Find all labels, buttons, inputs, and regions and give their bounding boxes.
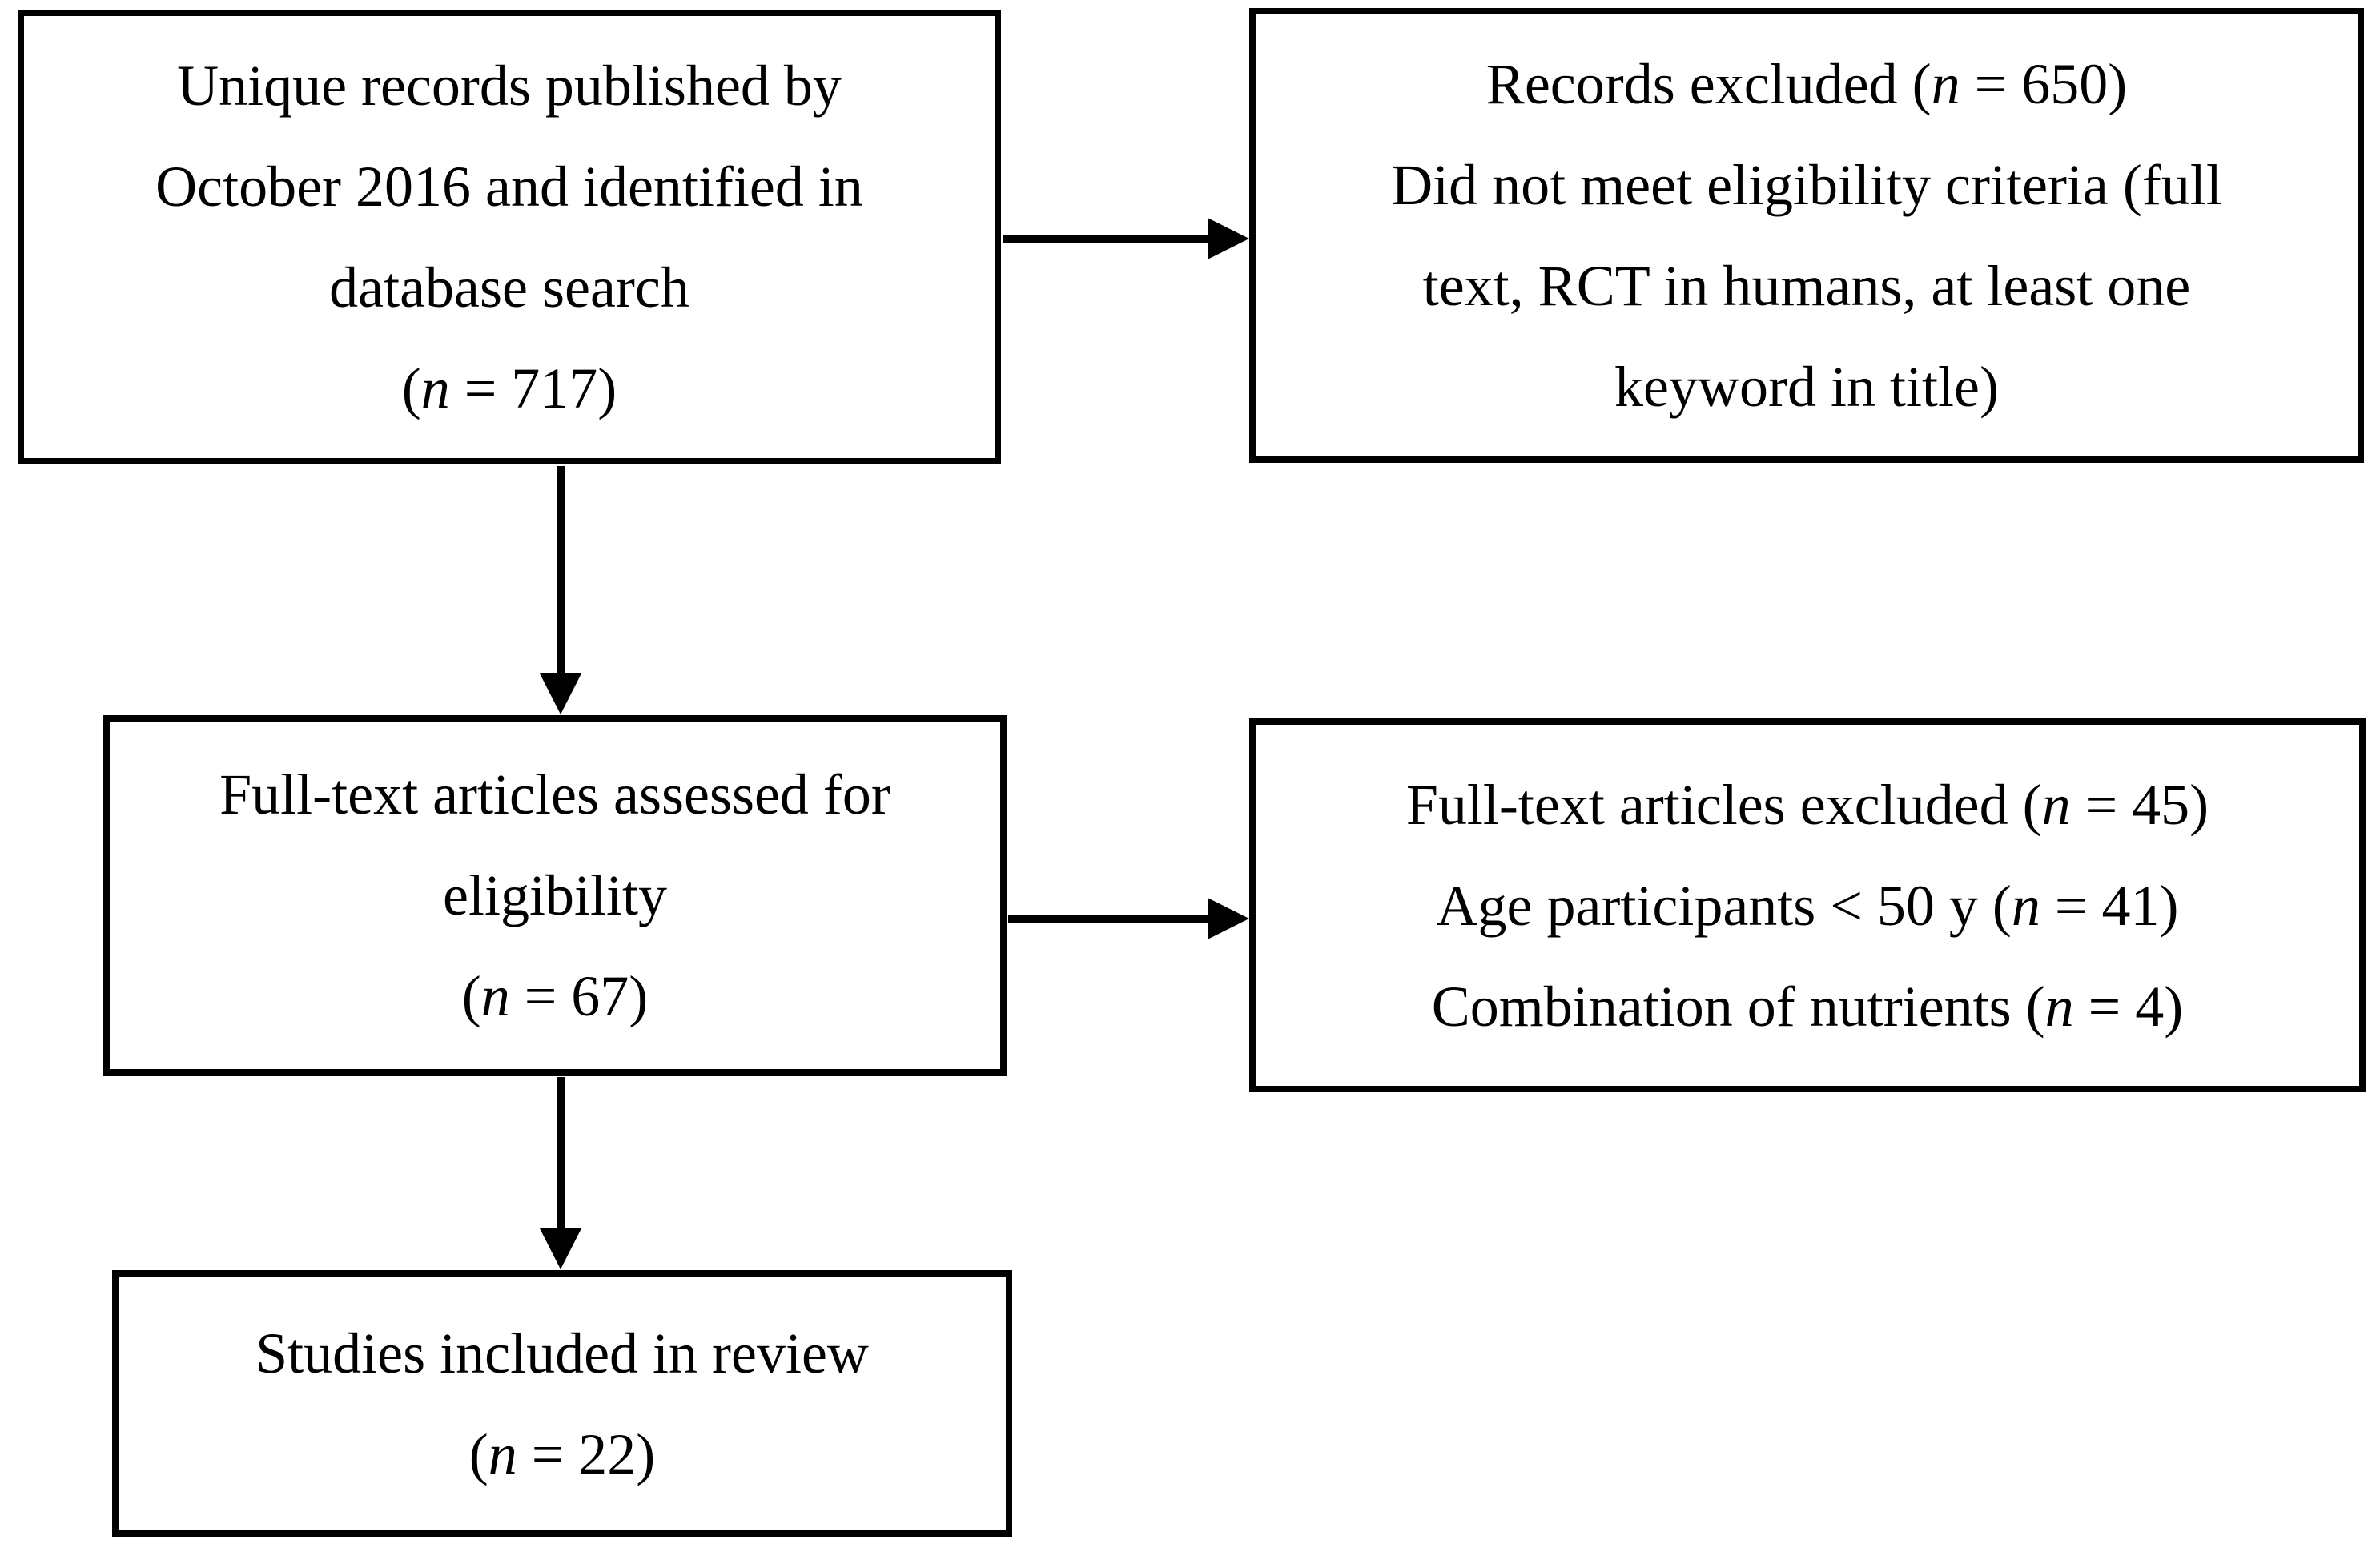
italic-n-label: n xyxy=(2044,974,2074,1039)
text-segment: Unique records published by xyxy=(177,54,842,118)
text-segment: database search xyxy=(329,255,689,320)
italic-n-label: n xyxy=(420,356,450,420)
box-fulltext-excluded: Full-text articles excluded (n = 45)Age … xyxy=(1249,718,2366,1092)
arrow-assessed-to-included-icon xyxy=(540,1077,581,1269)
box-text-line: Full-text articles assessed for xyxy=(219,744,890,845)
box-text-line: (n = 717) xyxy=(402,338,617,439)
text-segment: Combination of nutrients ( xyxy=(1431,974,2045,1039)
text-segment: = 22) xyxy=(517,1421,656,1486)
text-segment: Did not meet eligibility criteria (full xyxy=(1391,153,2222,217)
text-segment: Records excluded ( xyxy=(1485,52,1932,116)
text-segment: = 717) xyxy=(449,356,617,420)
text-segment: Full-text articles excluded ( xyxy=(1405,772,2042,837)
text-segment: = 650) xyxy=(1960,52,2128,116)
text-segment: Full-text articles assessed for xyxy=(219,762,890,826)
text-segment: ( xyxy=(401,356,421,420)
box-text-line: (n = 22) xyxy=(469,1404,656,1505)
text-segment: eligibility xyxy=(443,863,667,927)
box-records-excluded: Records excluded (n = 650) Did not meet e… xyxy=(1249,8,2364,463)
arrow-head-icon xyxy=(1208,898,1249,939)
italic-n-label: n xyxy=(480,964,510,1028)
box-text-line: Combination of nutrients (n = 4) xyxy=(1432,956,2184,1057)
text-segment: keyword in title) xyxy=(1614,355,1999,419)
box-text-line: Full-text articles excluded (n = 45) xyxy=(1406,754,2209,855)
box-text-line: Studies included in review xyxy=(255,1303,869,1404)
italic-n-label: n xyxy=(2011,873,2040,938)
box-text-line: Did not meet eligibility criteria (full xyxy=(1391,135,2222,235)
arrow-identified-to-excluded-icon xyxy=(1003,218,1249,259)
box-text-line: Unique records published by xyxy=(177,35,842,136)
box-text-line: Records excluded (n = 650) xyxy=(1486,34,2127,135)
italic-n-label: n xyxy=(1931,52,1960,116)
text-segment: = 41) xyxy=(2040,873,2179,938)
arrow-head-icon xyxy=(540,673,581,714)
text-segment: = 67) xyxy=(509,964,649,1028)
box-text-line: text, RCT in humans, at least one xyxy=(1423,235,2191,336)
text-segment: Studies included in review xyxy=(255,1321,869,1385)
text-segment: text, RCT in humans, at least one xyxy=(1422,254,2191,318)
box-text-line: eligibility xyxy=(443,845,667,946)
text-segment: = 4) xyxy=(2073,974,2184,1039)
italic-n-label: n xyxy=(488,1421,517,1486)
text-segment: = 45) xyxy=(2070,772,2209,837)
box-fulltext-assessed: Full-text articles assessed for eligibili… xyxy=(103,715,1007,1076)
italic-n-label: n xyxy=(2041,772,2071,837)
box-text-line: Age participants < 50 y (n = 41) xyxy=(1436,855,2178,956)
arrow-assessed-to-excluded-icon xyxy=(1008,898,1249,939)
box-text-line: October 2016 and identified in xyxy=(155,136,863,237)
arrow-identified-to-assessed-icon xyxy=(540,466,581,714)
box-text-line: database search xyxy=(329,237,689,338)
text-segment: ( xyxy=(468,1421,488,1486)
text-segment: ( xyxy=(461,964,481,1028)
arrow-head-icon xyxy=(1208,218,1249,259)
box-records-identified: Unique records published by October 2016 … xyxy=(18,10,1001,464)
text-segment: Age participants < 50 y ( xyxy=(1436,873,2012,938)
box-studies-included: Studies included in review (n = 22) xyxy=(112,1270,1012,1537)
box-text-line: (n = 67) xyxy=(462,946,649,1047)
arrow-head-icon xyxy=(540,1228,581,1269)
box-text-line: keyword in title) xyxy=(1614,336,1999,437)
text-segment: October 2016 and identified in xyxy=(155,155,863,219)
